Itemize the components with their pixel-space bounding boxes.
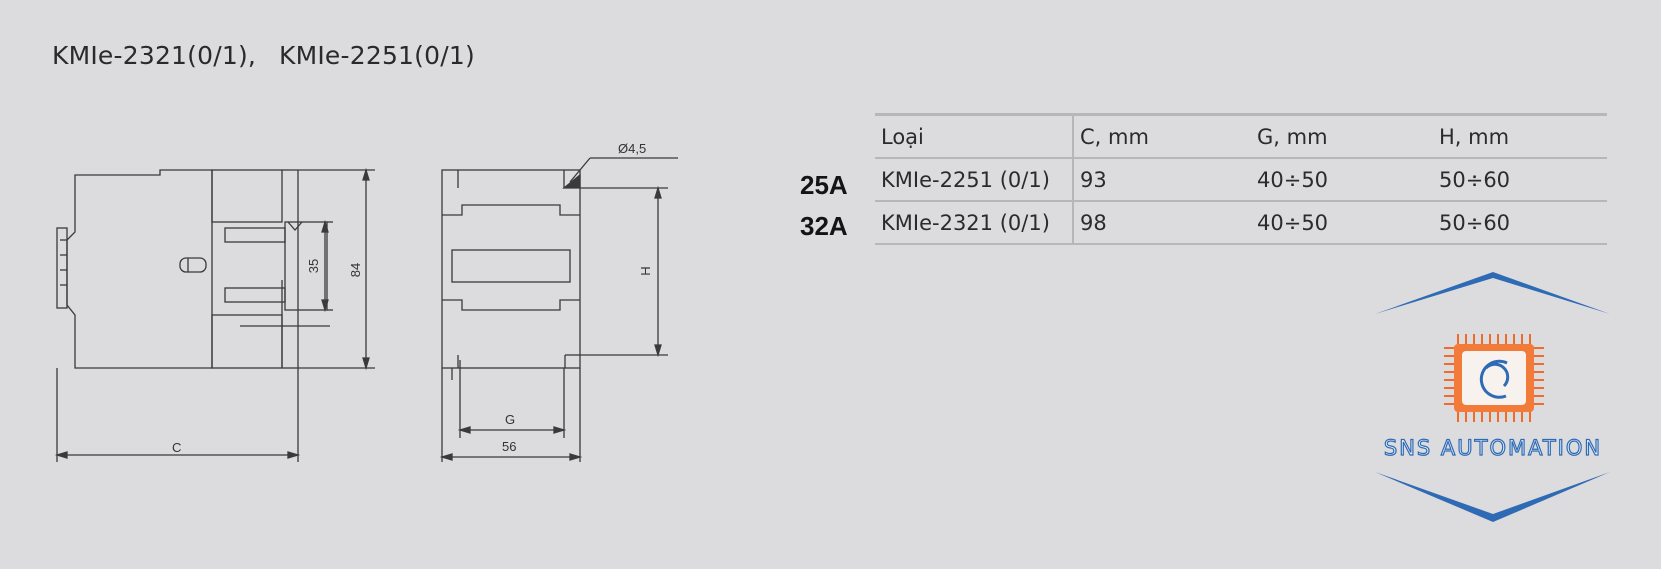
header-h-mm: H, mm	[1433, 113, 1607, 159]
dim-label-diameter: Ø4,5	[618, 141, 646, 156]
dim-label-56: 56	[502, 439, 516, 454]
lower-contact	[224, 287, 286, 303]
terminal-screw-block	[284, 221, 328, 311]
table-row: KMIe-2321 (0/1) 98 40÷50 50÷60	[875, 201, 1607, 245]
front-view-outline	[441, 169, 581, 369]
header-g-mm: G, mm	[1251, 113, 1433, 159]
header-c-mm: C, mm	[1073, 113, 1251, 159]
cell-c: 98	[1073, 201, 1251, 245]
cell-model: KMIe-2251 (0/1)	[875, 158, 1074, 202]
upper-contact	[224, 227, 286, 243]
model-title-1: KMIe-2321(0/1),	[52, 41, 257, 70]
dim-label-h: H	[638, 266, 653, 275]
sns-automation-logo: SNS AUTOMATION	[1375, 272, 1610, 522]
cell-h: 50÷60	[1433, 158, 1607, 202]
logo-top-chevron	[1375, 272, 1610, 314]
cell-c: 93	[1073, 158, 1251, 202]
table-row: KMIe-2251 (0/1) 93 40÷50 50÷60	[875, 158, 1607, 202]
cell-h: 50÷60	[1433, 201, 1607, 245]
dimension-drawing: C 35 84 Ø4,5 H G 56	[54, 141, 678, 462]
dim-label-35: 35	[306, 259, 321, 273]
model-title-2: KMIe-2251(0/1)	[279, 41, 475, 70]
logo-text: SNS AUTOMATION	[1384, 436, 1602, 460]
dim-label-g: G	[505, 412, 515, 427]
header-loai: Loại	[875, 113, 1074, 159]
cell-model: KMIe-2321 (0/1)	[875, 201, 1074, 245]
dim-label-84: 84	[348, 263, 363, 277]
bottom-terminal-block	[211, 314, 283, 369]
front-inner-frame	[442, 204, 580, 216]
front-window	[451, 249, 571, 283]
indicator-slot	[179, 257, 207, 273]
spec-table: Loại C, mm G, mm H, mm KMIe-2251 (0/1) 9…	[875, 113, 1607, 245]
cell-g: 40÷50	[1251, 201, 1433, 245]
top-terminal-block	[211, 169, 283, 223]
rating-32a: 32A	[800, 211, 848, 241]
table-header-row: Loại C, mm G, mm H, mm	[875, 113, 1607, 159]
cell-g: 40÷50	[1251, 158, 1433, 202]
chip-icon	[1444, 334, 1544, 422]
logo-bottom-chevron	[1375, 472, 1610, 522]
dim-label-c: C	[172, 440, 181, 455]
din-rail-clip	[56, 227, 68, 309]
rating-25a: 25A	[800, 170, 848, 200]
mounting-hole	[562, 173, 581, 189]
side-view-outline	[66, 169, 213, 369]
